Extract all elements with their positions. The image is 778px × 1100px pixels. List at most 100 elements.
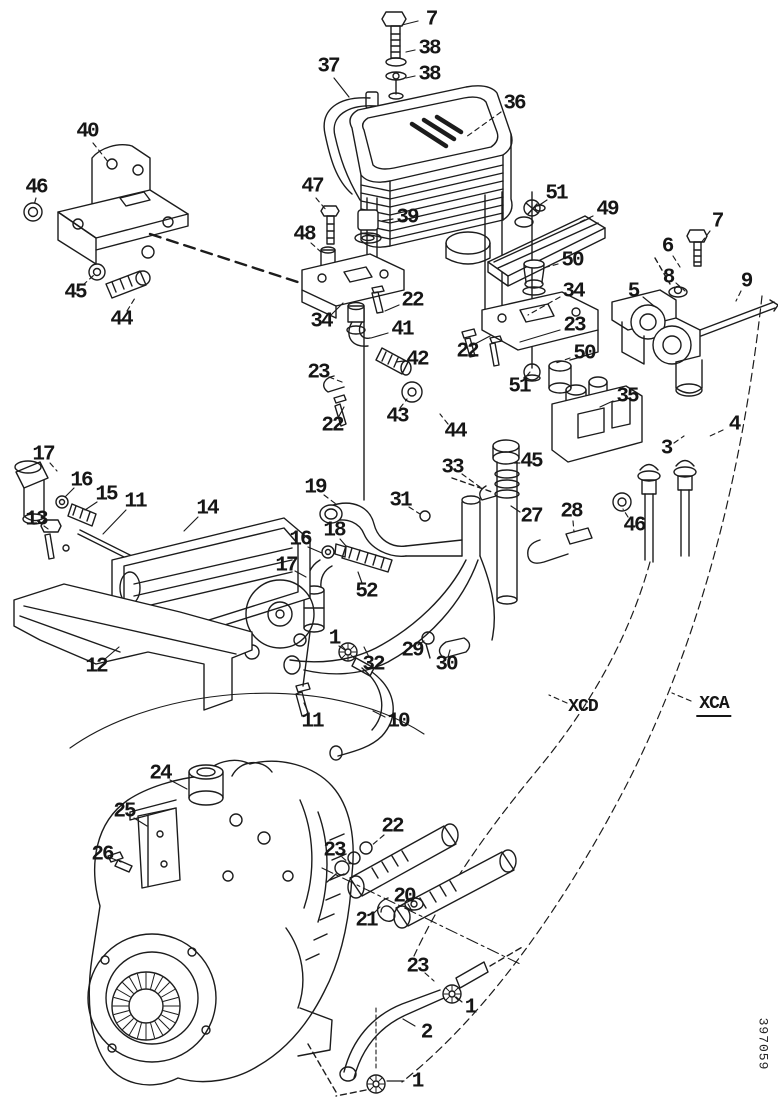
gearbox-art [69, 692, 425, 1093]
bolt-and-washers-art [381, 11, 407, 100]
leader-line [510, 505, 521, 513]
leader-line [461, 473, 481, 488]
leader-line [104, 646, 120, 660]
leader-line [357, 571, 363, 584]
spoke-line [136, 1022, 142, 1039]
spoke-line [113, 1010, 130, 1016]
spoke-line [454, 996, 459, 1001]
hoses-3-4-art [637, 459, 697, 563]
leader-line [439, 413, 449, 425]
spoke-line [129, 1021, 138, 1036]
leader-line [405, 49, 416, 53]
leader-line [407, 903, 413, 912]
leader-line [401, 20, 419, 26]
leader-line [546, 263, 559, 268]
cooler-housing-art [13, 517, 315, 711]
leader-line [49, 462, 58, 472]
spoke-line [369, 1086, 374, 1091]
spoke-line [162, 996, 179, 1002]
leader-line [338, 645, 346, 651]
leader-line [33, 197, 37, 206]
leader-line [337, 406, 345, 419]
spoke-line [150, 1022, 156, 1039]
upper-bracket-art [23, 144, 318, 299]
leader-line [572, 520, 575, 533]
leader-line [405, 75, 416, 79]
leader-line [333, 77, 350, 98]
cooler-studs-art [320, 191, 503, 331]
spoke-line [341, 645, 346, 650]
spoke-line [341, 654, 346, 659]
bottom-hoses-art [321, 823, 521, 965]
leader-line [92, 142, 110, 164]
right-plate-art [461, 191, 606, 394]
spoke-line [154, 976, 163, 991]
leader-line [642, 296, 655, 307]
spoke-line [129, 976, 138, 991]
spoke-line [162, 1010, 179, 1016]
spoke-line [136, 973, 142, 990]
leader-line [370, 332, 389, 339]
spoke-line [378, 1086, 383, 1091]
leader-line [307, 546, 323, 554]
leader-line [548, 694, 568, 704]
spoke-line [161, 1014, 176, 1023]
leader-line [183, 516, 199, 532]
leader-line [424, 972, 435, 982]
spoke-line [445, 987, 450, 992]
leader-line [372, 906, 381, 915]
center-pipes-art [283, 495, 496, 675]
leader-line [126, 297, 136, 312]
spoke-line [116, 1014, 131, 1023]
leader-line [622, 508, 629, 518]
left-plate-art [301, 253, 423, 501]
spoke-line [116, 989, 131, 998]
leader-lines [33, 20, 742, 1082]
leader-line [82, 274, 95, 286]
spoke-line [350, 645, 355, 650]
leader-line [395, 360, 405, 363]
leader-line [133, 817, 148, 827]
leader-line [577, 215, 594, 224]
leader-line [310, 242, 322, 253]
return-hose-art [335, 642, 525, 1097]
leader-line [472, 335, 491, 346]
leader-line [372, 710, 386, 718]
hose-route-curves [401, 295, 763, 1083]
spoke-line [378, 1077, 383, 1082]
spoke-line [161, 989, 176, 998]
leader-line [417, 640, 425, 646]
leader-line [672, 255, 681, 268]
leader-line [537, 199, 548, 207]
leader-line [303, 702, 309, 713]
leader-line [455, 996, 463, 1003]
leader-line [408, 506, 421, 515]
leader-line [700, 230, 711, 244]
leader-line [519, 329, 561, 343]
leader-line [384, 304, 400, 312]
leader-line [599, 400, 614, 408]
leader-line [43, 525, 52, 532]
standpipe-art [451, 439, 593, 605]
leader-line [341, 856, 351, 865]
spoke-line [154, 1021, 163, 1036]
leader-line [671, 692, 692, 702]
leader-line [447, 649, 451, 658]
leader-line [709, 429, 724, 437]
leader-line [675, 282, 686, 292]
leader-line [328, 376, 343, 383]
leader-line [64, 487, 75, 498]
leader-line [323, 494, 337, 505]
leader-line [370, 834, 385, 847]
spoke-line [158, 982, 170, 994]
leader-line [735, 290, 742, 302]
spoke-line [158, 1018, 170, 1030]
leader-line [555, 357, 571, 364]
spoke-line [454, 987, 459, 992]
leader-line [339, 538, 347, 547]
leader-line [399, 398, 408, 409]
leader-line [402, 1018, 416, 1027]
spoke-line [113, 996, 130, 1002]
